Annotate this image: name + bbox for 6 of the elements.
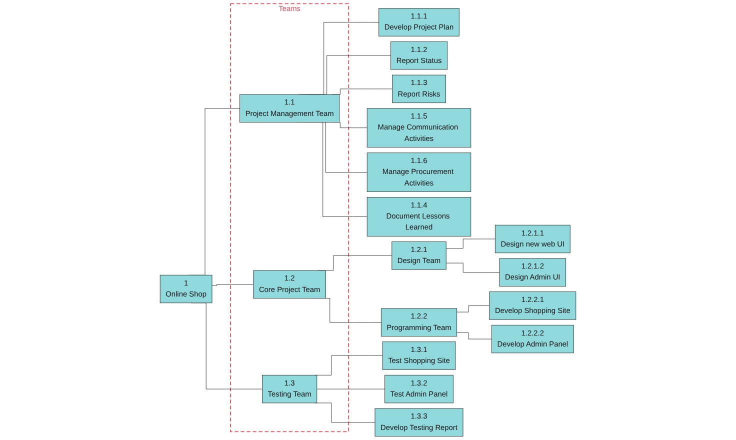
connector xyxy=(316,388,386,390)
connector xyxy=(456,305,490,312)
connector xyxy=(212,284,254,286)
connector xyxy=(446,238,496,248)
connector xyxy=(446,262,500,273)
connector xyxy=(456,332,492,340)
